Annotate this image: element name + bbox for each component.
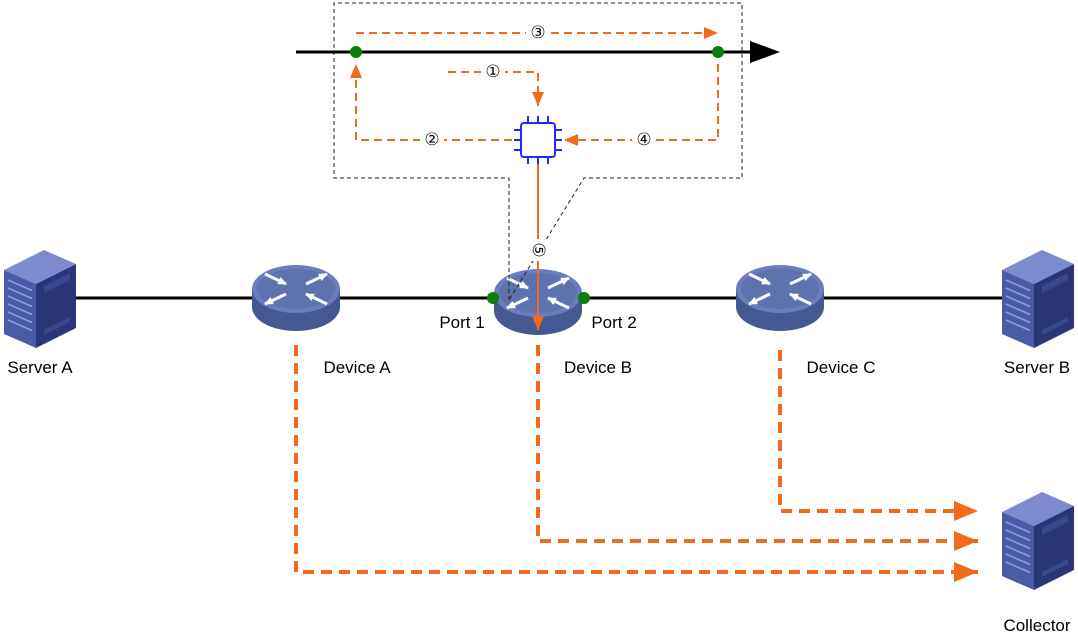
step-4-label: ④ [636,130,651,150]
port-1-label: Port 1 [439,313,484,332]
step-1-label: ① [485,62,500,82]
export-flow-device-c [778,350,978,521]
port-1-dot [487,292,499,304]
export-flow-device-a [294,345,978,582]
device-b-label: Device B [564,358,632,377]
zoom-callout-frame [333,2,743,301]
device-a-router-icon [252,265,340,331]
step-1-flow [448,71,544,106]
server-b-icon [1002,250,1074,348]
server-a-label: Server A [7,358,73,377]
collector-icon [1002,492,1074,590]
server-b-label: Server B [1004,358,1070,377]
port-2-label: Port 2 [591,313,636,332]
device-c-router-icon [736,265,824,331]
step-5-label: ⑤ [528,242,548,257]
port-2-dot [578,292,590,304]
ingress-point-dot [350,46,362,58]
server-a-icon [4,250,76,348]
export-flow-device-b [536,345,978,551]
egress-point-dot [712,46,724,58]
step-3-label: ③ [530,23,545,43]
step-2-label: ② [424,130,439,150]
device-c-label: Device C [807,358,876,377]
chip-icon [514,116,562,164]
step-4-flow [564,64,719,146]
device-a-label: Device A [323,358,391,377]
collector-label: Collector [1003,616,1070,635]
packet-path-arrowhead [750,41,780,63]
step-2-flow [350,64,512,141]
